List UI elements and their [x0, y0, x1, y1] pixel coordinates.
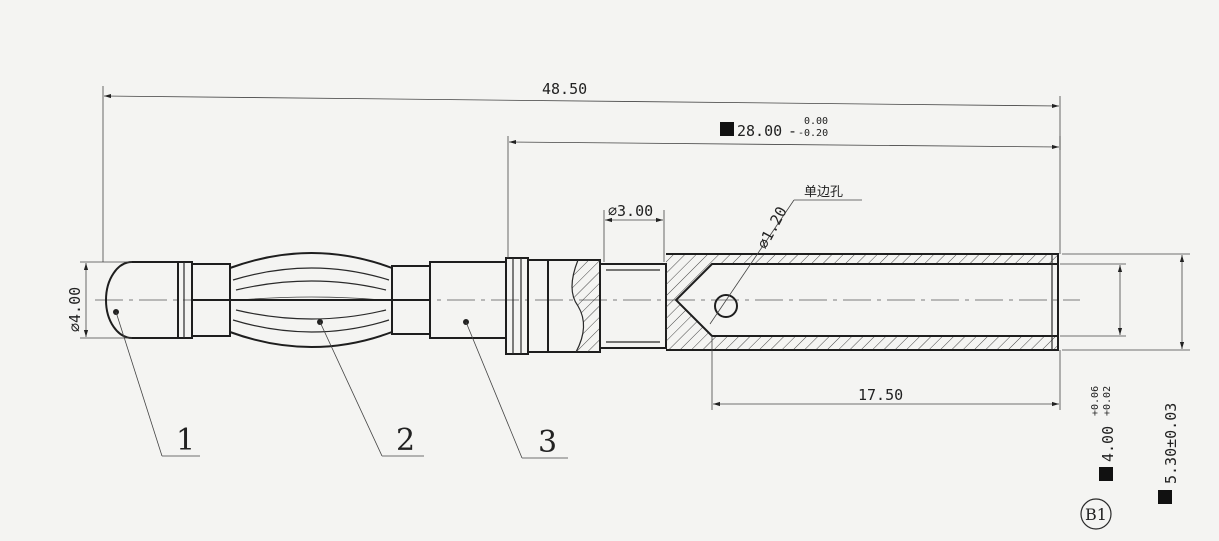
revision-badge-text: B1 — [1085, 505, 1107, 524]
part-spring — [192, 252, 431, 348]
ref-length-tol-upper: 0.00 — [804, 116, 828, 127]
critical-dimension-mark — [1099, 467, 1113, 481]
critical-dimension-mark — [720, 122, 734, 136]
dimension-tip-diameter: ⌀4.00 — [66, 261, 132, 339]
part-label-3: 3 — [463, 319, 568, 460]
dimension-ref-length: 28.00 - 0.00 -0.20 — [507, 116, 1061, 258]
tip-diameter-value: ⌀4.00 — [66, 287, 84, 332]
neck-diameter-value: ⌀3.00 — [608, 202, 653, 220]
hole-diameter-value: ⌀1.20 — [754, 204, 791, 252]
overall-length-value: 48.50 — [542, 80, 587, 98]
dimension-neck-diameter: ⌀3.00 — [603, 202, 665, 262]
part-label-1-text: 1 — [176, 423, 195, 458]
dimension-outer-diameter: 5.30±0.03 — [1062, 253, 1190, 504]
dimension-bore-length: 17.50 — [711, 336, 1061, 410]
part-label-2: 2 — [317, 319, 424, 458]
ref-length-dash: - — [788, 122, 797, 140]
critical-dimension-mark — [1158, 490, 1172, 504]
part-body — [429, 253, 1059, 355]
ref-length-tol-lower: -0.20 — [798, 128, 828, 139]
bore-tol-lower: +0.02 — [1102, 386, 1113, 416]
part-label-3-text: 3 — [538, 425, 557, 460]
dimension-bore-diameter: 4.00 +0.06 +0.02 — [1060, 263, 1126, 481]
ref-length-value: 28.00 — [737, 122, 782, 140]
part-label-1: 1 — [113, 309, 200, 458]
bore-tol-upper: +0.06 — [1090, 386, 1101, 416]
outer-diameter-value: 5.30±0.03 — [1162, 403, 1180, 484]
bore-length-value: 17.50 — [858, 386, 903, 404]
part-label-2-text: 2 — [396, 423, 415, 458]
hole-note: 单边孔 — [804, 185, 843, 200]
dimension-overall-length: 48.50 — [102, 80, 1061, 262]
bore-diameter-value: 4.00 — [1099, 426, 1117, 462]
revision-badge: B1 — [1080, 498, 1112, 530]
